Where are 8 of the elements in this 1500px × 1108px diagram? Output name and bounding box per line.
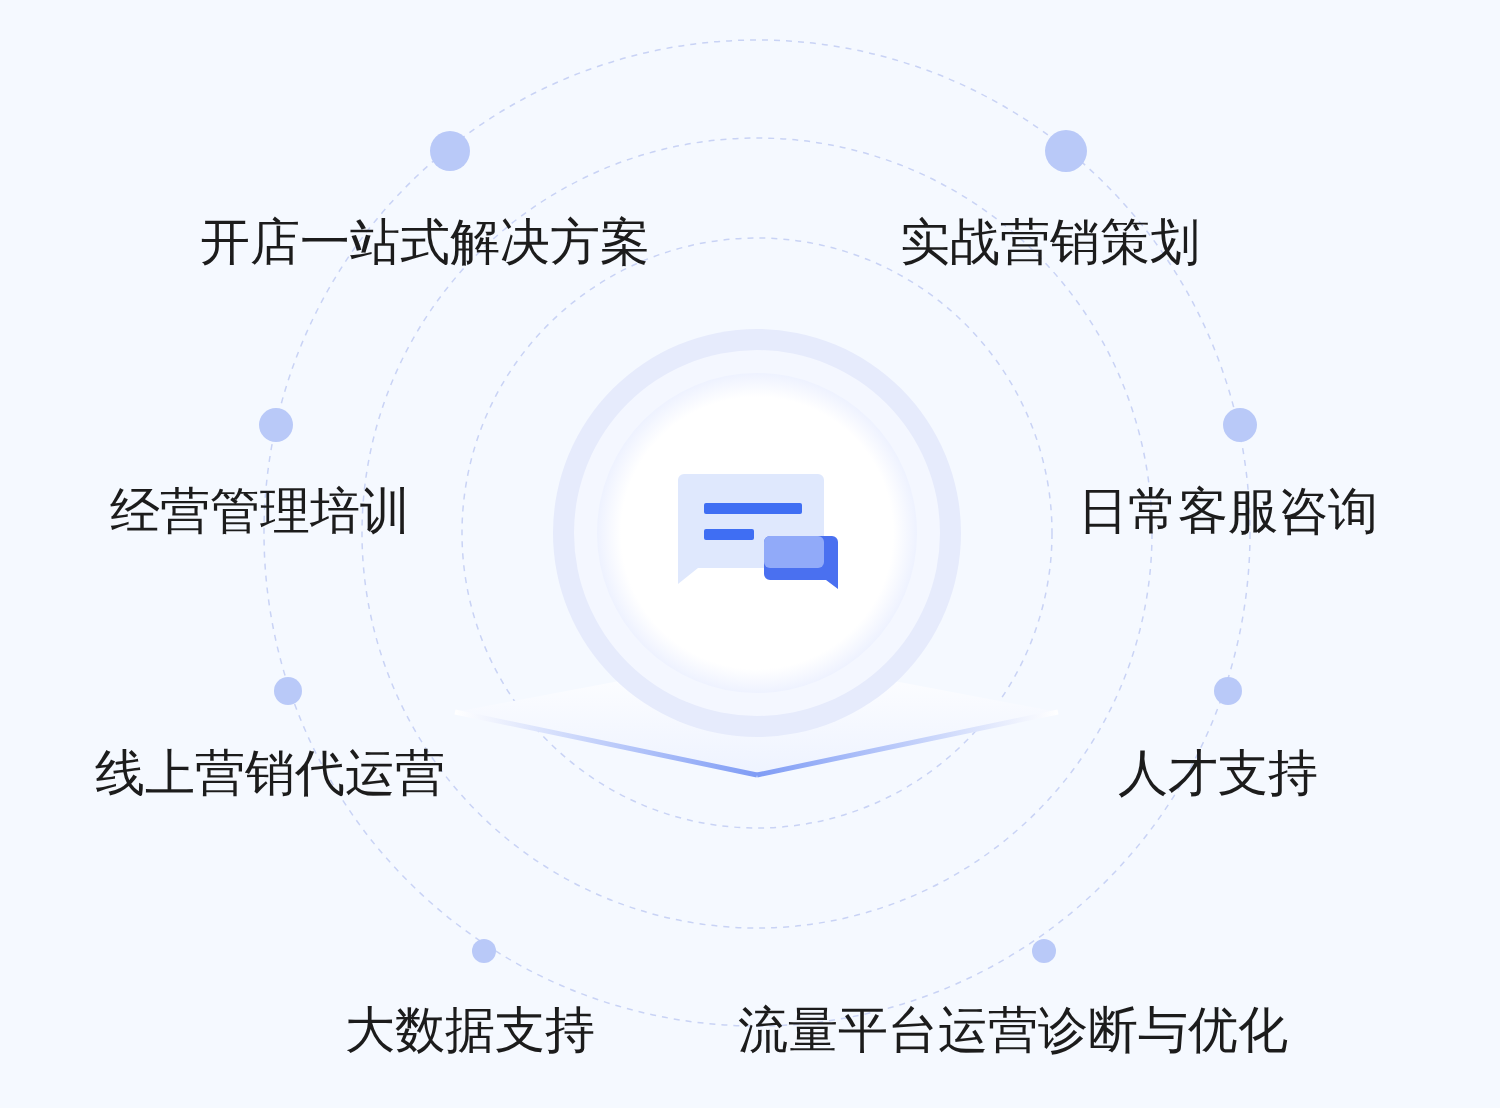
service-label: 线上营销代运营 [95, 743, 445, 803]
service-label: 日常客服咨询 [1078, 481, 1378, 541]
service-label: 人才支持 [1118, 743, 1318, 803]
service-label: 实战营销策划 [900, 212, 1200, 272]
service-label: 开店一站式解决方案 [200, 212, 650, 272]
service-label: 大数据支持 [345, 1000, 595, 1060]
service-label: 流量平台运营诊断与优化 [738, 1000, 1288, 1060]
service-label: 经营管理培训 [110, 481, 410, 541]
